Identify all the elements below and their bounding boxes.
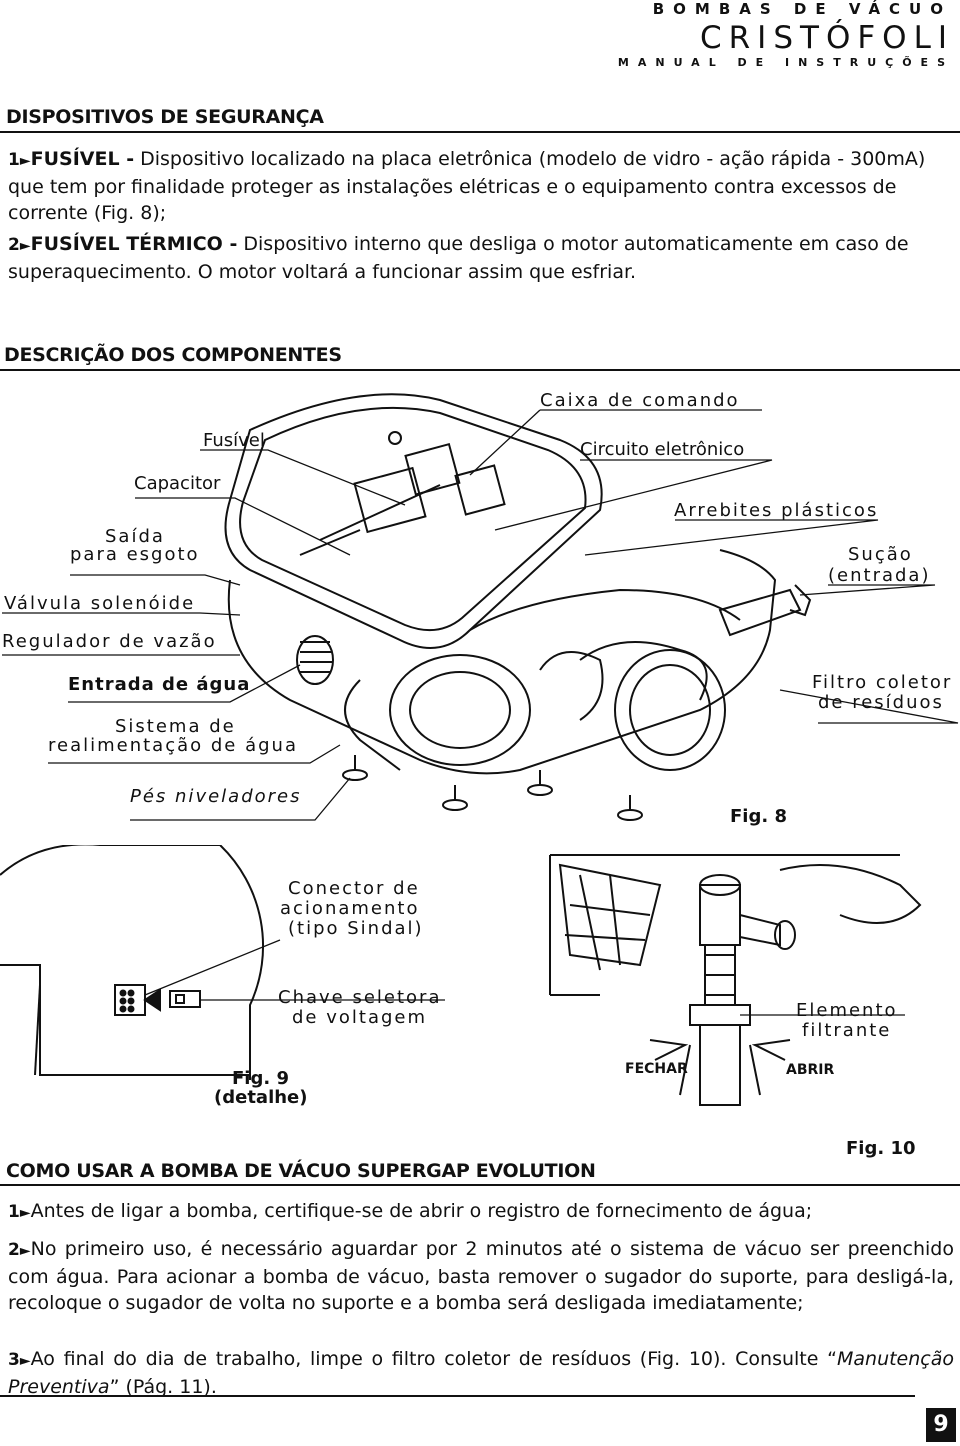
- foot: [617, 809, 643, 821]
- divider: [0, 369, 960, 371]
- label-fig9-1: Fig. 9: [232, 1068, 289, 1089]
- label-sucao-2: (entrada): [828, 565, 931, 586]
- item-number: 1: [8, 1202, 20, 1222]
- item-text: Dispositivo localizado na placa eletrôni…: [8, 148, 926, 224]
- label-sistema-2: realimentação de água: [48, 735, 298, 756]
- item-text-a: Ao final do dia de trabalho, limpe o fil…: [30, 1348, 837, 1370]
- label-caixa-de-comando: Caixa de comando: [540, 390, 740, 411]
- label-arrebites: Arrebites plásticos: [674, 500, 879, 521]
- label-capacitor: Capacitor: [134, 473, 221, 494]
- usage-title: COMO USAR A BOMBA DE VÁCUO SUPERGAP EVOL…: [6, 1160, 596, 1182]
- fig9-drawing: [0, 845, 445, 1080]
- label-conector-1: Conector de: [288, 878, 420, 899]
- foot: [442, 799, 468, 811]
- divider: [0, 1184, 960, 1186]
- filter-housing-left: [558, 863, 662, 967]
- label-fig9-2: (detalhe): [214, 1087, 308, 1108]
- fig10-drawing: [549, 854, 922, 1106]
- brand-top: BOMBAS DE VÁCUO: [652, 0, 952, 18]
- divider: [0, 131, 960, 133]
- brand-subtitle: MANUAL DE INSTRUÇÕES: [617, 56, 954, 69]
- suction-inlet: [718, 588, 802, 637]
- label-regulador-de-vazao: Regulador de vazão: [2, 631, 217, 652]
- label-saida-1: Saída: [105, 526, 165, 547]
- label-filtro-2: de resíduos: [818, 692, 944, 713]
- motor: [389, 654, 531, 766]
- label-elemento-1: Elemento: [796, 1000, 898, 1021]
- divider: [0, 1395, 915, 1397]
- label-chave-2: de voltagem: [292, 1007, 428, 1028]
- fig9-outline: [0, 845, 265, 1080]
- arrow-icon: ►: [19, 153, 31, 169]
- label-conector-3: (tipo Sindal): [288, 918, 424, 939]
- usage-item-2: 2►No primeiro uso, é necessário aguardar…: [8, 1236, 954, 1316]
- brand-name: CRISTÓFOLI: [700, 20, 954, 56]
- label-filtro-1: Filtro coletor: [812, 672, 953, 693]
- label-fusivel: Fusível: [203, 430, 265, 451]
- item-bold: FUSÍVEL -: [30, 148, 135, 170]
- item-number: 1: [8, 150, 20, 170]
- arrow-icon: ►: [19, 1205, 31, 1221]
- label-conector-2: acionamento: [280, 898, 420, 919]
- item-text: Dispositivo interno que desliga o motor …: [8, 233, 909, 283]
- capacitor-shape: [353, 466, 427, 534]
- item-number: 3: [8, 1350, 20, 1370]
- item-number: 2: [8, 1240, 20, 1260]
- label-entrada-de-agua: Entrada de água: [68, 674, 251, 695]
- label-fig8: Fig. 8: [730, 806, 787, 827]
- water-inlet: [296, 635, 334, 685]
- item-bold: FUSÍVEL TÉRMICO -: [30, 233, 238, 255]
- pump-drawing: [2, 393, 959, 821]
- label-fig10: Fig. 10: [846, 1138, 916, 1159]
- item-text-b: ” (Pág. 11).: [109, 1376, 217, 1398]
- arrow-icon: ►: [19, 238, 31, 254]
- safety-item-2: 2►FUSÍVEL TÉRMICO - Dispositivo interno …: [8, 231, 954, 285]
- label-sistema-1: Sistema de: [115, 716, 236, 737]
- label-abrir: ABRIR: [786, 1062, 835, 1078]
- label-elemento-2: filtrante: [802, 1020, 892, 1041]
- item-text: No primeiro uso, é necessário aguardar p…: [8, 1238, 954, 1314]
- label-circuito-eletronico: Circuito eletrônico: [580, 439, 745, 460]
- page-number: 9: [926, 1408, 956, 1442]
- voltage-switch: [169, 990, 201, 1008]
- foot: [527, 784, 553, 796]
- filter-housing: [614, 649, 726, 771]
- label-sucao-1: Sução: [848, 544, 913, 565]
- safety-item-1: 1►FUSÍVEL - Dispositivo localizado na pl…: [8, 146, 954, 226]
- item-number: 2: [8, 235, 20, 255]
- label-chave-1: Chave seletora: [278, 987, 442, 1008]
- label-fechar: FECHAR: [625, 1061, 688, 1077]
- label-pes-niveladores: Pés niveladores: [130, 786, 302, 807]
- label-valvula-solenoide: Válvula solenóide: [4, 593, 196, 614]
- item-italic: Manutenção Preventiva: [8, 1348, 954, 1398]
- arrow-icon: ►: [19, 1353, 31, 1369]
- safety-title: DISPOSITIVOS DE SEGURANÇA: [6, 106, 324, 128]
- control-box-outline: [224, 393, 603, 649]
- arrow-icon: ►: [19, 1243, 31, 1259]
- foot: [342, 769, 368, 781]
- item-text: Antes de ligar a bomba, certifique-se de…: [30, 1200, 813, 1222]
- usage-item-1: 1►Antes de ligar a bomba, certifique-se …: [8, 1198, 954, 1226]
- usage-item-3: 3►Ao final do dia de trabalho, limpe o f…: [8, 1346, 954, 1400]
- components-title: DESCRIÇÃO DOS COMPONENTES: [4, 344, 342, 366]
- label-saida-2: para esgoto: [70, 544, 200, 565]
